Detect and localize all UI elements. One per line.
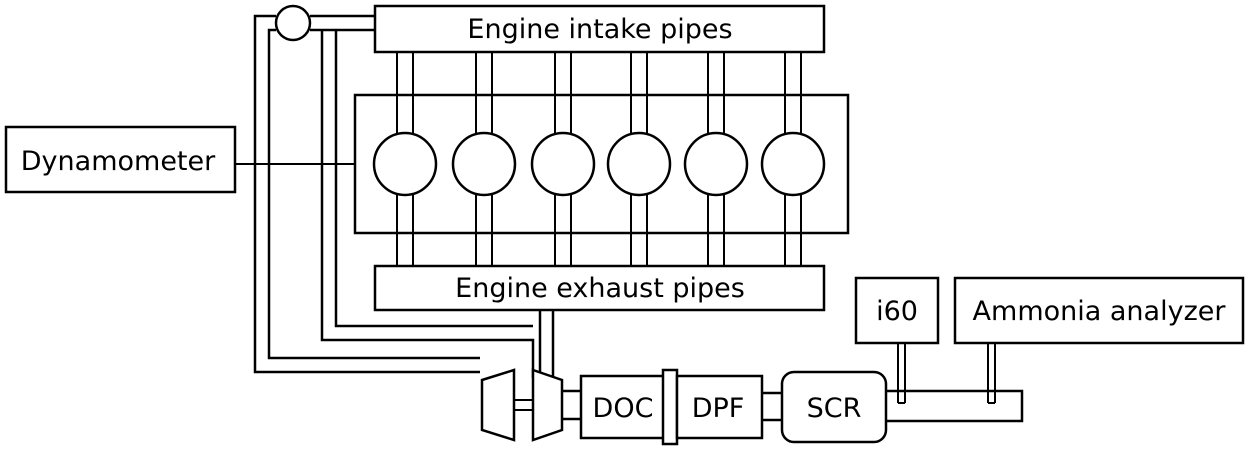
ammonia-probe — [987, 343, 996, 404]
cylinder-5 — [683, 131, 749, 197]
i60-probe — [897, 343, 906, 404]
cylinder-3 — [530, 131, 596, 197]
scr-label: SCR — [807, 393, 862, 424]
i60-box — [854, 276, 940, 345]
dpf-label: DPF — [692, 393, 745, 424]
cylinder-1 — [372, 131, 438, 197]
turbocharger — [480, 368, 564, 442]
scr-box — [780, 370, 888, 444]
cylinder-4 — [606, 131, 672, 197]
ammonia-analyzer-label: Ammonia analyzer — [973, 296, 1227, 327]
intake-pipes-label: Engine intake pipes — [467, 14, 732, 45]
intake-pipes — [396, 52, 802, 140]
compressor-inlet — [274, 4, 312, 42]
dynamometer-box — [4, 125, 237, 194]
intake-connection-pipes — [253, 14, 535, 378]
exhaust-pipes — [396, 190, 802, 266]
cylinder-2 — [451, 131, 517, 197]
compressor — [480, 368, 516, 442]
exhaust-pipes-label: Engine exhaust pipes — [455, 273, 745, 304]
dpf-to-scr-pipe — [762, 391, 782, 422]
cylinders — [372, 131, 826, 197]
dynamometer-label: Dynamometer — [21, 146, 216, 177]
doc-box — [579, 374, 671, 440]
dpf-box — [675, 374, 764, 440]
tailpipe — [886, 389, 1024, 423]
exhaust-pipes-box — [373, 264, 826, 312]
turbine-to-doc-pipe — [562, 389, 581, 421]
i60-label: i60 — [876, 296, 918, 327]
cylinder-6 — [760, 131, 826, 197]
exhaust-downpipe — [538, 310, 555, 378]
ammonia-analyzer-box — [953, 276, 1245, 345]
doc-label: DOC — [593, 393, 654, 424]
doc-dpf-flange — [661, 368, 679, 446]
turbine — [531, 368, 564, 442]
